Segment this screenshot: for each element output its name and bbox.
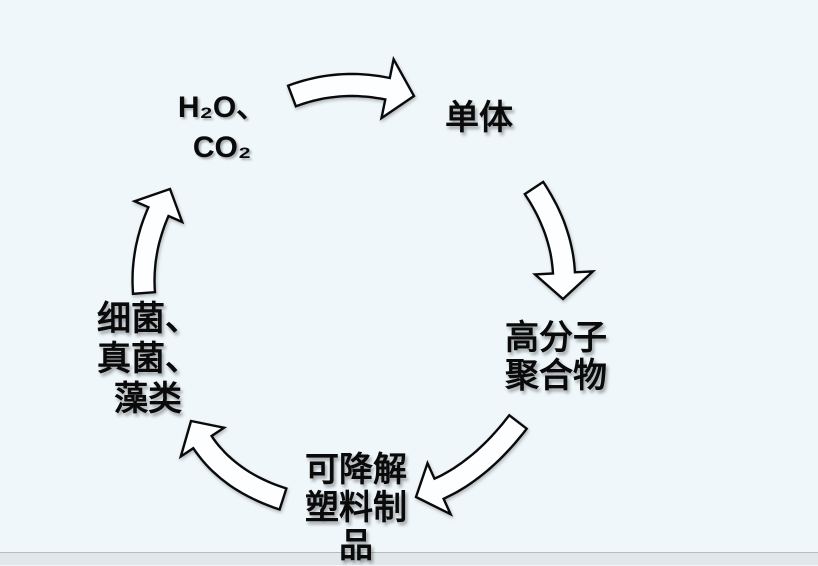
node-plastic-line3: 品 xyxy=(339,528,373,565)
arrow-water-to-monomer xyxy=(286,55,416,121)
arrow-plastic-to-microbes xyxy=(178,419,288,512)
node-plastic: 可降解 塑料制 品 xyxy=(303,452,409,566)
slide-bottom-strip xyxy=(0,552,818,565)
node-microbes-line1: 细菌、 xyxy=(97,301,199,338)
node-polymer-line1: 高分子 xyxy=(505,320,607,357)
node-water-co2-line2: CO₂ xyxy=(192,131,252,164)
node-microbes-line2: 真菌、 xyxy=(97,341,199,378)
arrow-polymer-to-plastic xyxy=(414,413,529,517)
node-monomer: 单体 xyxy=(445,100,513,138)
node-water-co2: H₂O、 CO₂ xyxy=(162,88,282,168)
node-water-co2-line1: H₂O、 xyxy=(177,91,267,124)
node-microbes: 细菌、 真菌、 藻类 xyxy=(96,300,200,420)
node-plastic-line1: 可降解 xyxy=(305,452,407,489)
arrow-microbes-to-water xyxy=(131,187,185,296)
node-polymer-line2: 聚合物 xyxy=(505,358,607,395)
node-microbes-line3: 藻类 xyxy=(114,381,182,418)
arrow-monomer-to-polymer xyxy=(523,180,597,301)
node-plastic-line2: 塑料制 xyxy=(305,490,407,527)
node-polymer: 高分子 聚合物 xyxy=(504,320,608,396)
node-monomer-line1: 单体 xyxy=(445,100,513,137)
